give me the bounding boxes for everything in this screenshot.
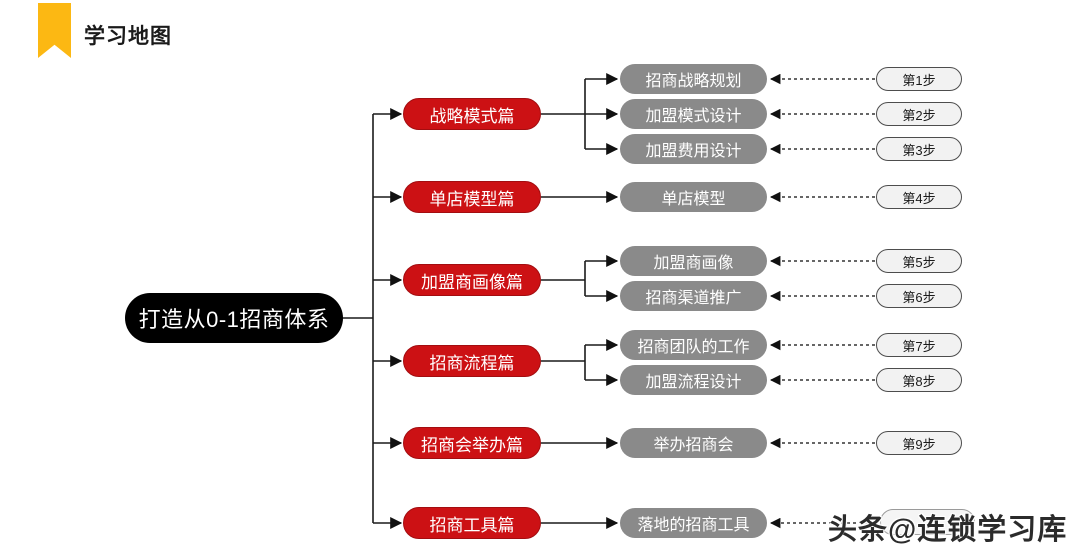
step-pill-6: 第6步	[876, 284, 962, 308]
topic-node: 加盟商画像	[620, 246, 767, 276]
step-pill-5: 第5步	[876, 249, 962, 273]
branch-node-franchisee-profile: 加盟商画像篇	[403, 264, 541, 296]
step-pill-4: 第4步	[876, 185, 962, 209]
root-node: 打造从0-1招商体系	[125, 293, 343, 343]
topic-node: 招商渠道推广	[620, 281, 767, 311]
topic-node: 加盟模式设计	[620, 99, 767, 129]
step-pill-2: 第2步	[876, 102, 962, 126]
branch-node-conference: 招商会举办篇	[403, 427, 541, 459]
page-title: 学习地图	[84, 25, 172, 48]
branch-node-process: 招商流程篇	[403, 345, 541, 377]
topic-node: 加盟费用设计	[620, 134, 767, 164]
branch-node-strategy: 战略模式篇	[403, 98, 541, 130]
topic-node: 招商战略规划	[620, 64, 767, 94]
topic-node: 落地的招商工具	[620, 508, 767, 538]
topic-node: 加盟流程设计	[620, 365, 767, 395]
topic-node: 单店模型	[620, 182, 767, 212]
step-pill-9: 第9步	[876, 431, 962, 455]
branch-node-store-model: 单店模型篇	[403, 181, 541, 213]
watermark: 头条@连锁学习库	[828, 514, 1068, 546]
step-pill-1: 第1步	[876, 67, 962, 91]
step-pill-3: 第3步	[876, 137, 962, 161]
topic-node: 招商团队的工作	[620, 330, 767, 360]
step-pill-7: 第7步	[876, 333, 962, 357]
branch-node-tools: 招商工具篇	[403, 507, 541, 539]
step-pill-hidden	[880, 509, 975, 535]
topic-node: 举办招商会	[620, 428, 767, 458]
step-pill-8: 第8步	[876, 368, 962, 392]
